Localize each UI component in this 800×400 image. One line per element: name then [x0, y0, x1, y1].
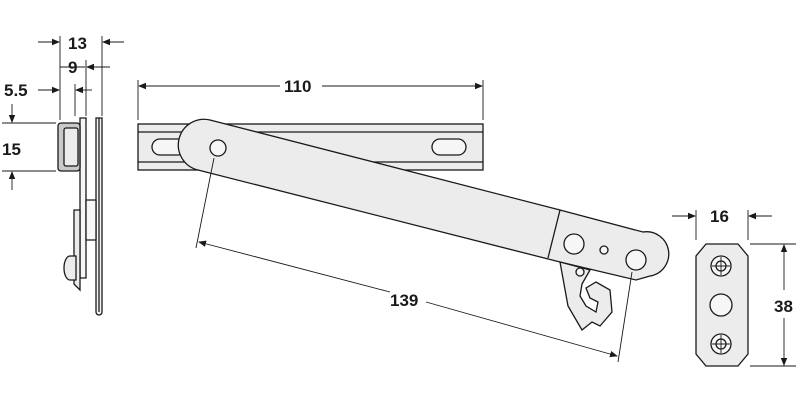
dim-arm-length-label: 139: [390, 291, 418, 310]
plate-view: [695, 243, 749, 367]
dim-side-inner: 9: [60, 58, 110, 116]
dim-side-height-label: 15: [2, 140, 21, 159]
dim-side-inner-label: 9: [68, 58, 77, 77]
dim-plate-height-label: 38: [774, 297, 793, 316]
side-view: [57, 117, 103, 316]
dim-track-length: 110: [137, 77, 484, 120]
dim-side-offset-label: 5.5: [4, 81, 28, 100]
dim-side-total: 13: [38, 34, 124, 120]
arm-body: [177, 118, 670, 281]
arm-hole-3: [625, 249, 647, 271]
arm-hook: [559, 261, 613, 331]
dim-plate-height: 38: [750, 243, 796, 367]
dim-side-offset: 5.5: [4, 81, 92, 116]
dim-plate-width: 16: [672, 207, 772, 240]
arm-pivot-hole: [209, 139, 227, 157]
plate-hole-middle: [709, 293, 733, 317]
side-view-plate: [79, 117, 87, 279]
arm-hole-2: [599, 245, 609, 255]
track-slot-right: [431, 138, 467, 156]
arm-hole-1: [563, 233, 585, 255]
dim-track-length-label: 110: [284, 77, 311, 96]
dim-side-total-label: 13: [68, 34, 87, 53]
dim-arm-length: 139: [195, 157, 633, 363]
arm: [177, 118, 670, 331]
dim-side-height: 15: [2, 104, 56, 190]
dim-plate-width-label: 16: [710, 207, 729, 226]
